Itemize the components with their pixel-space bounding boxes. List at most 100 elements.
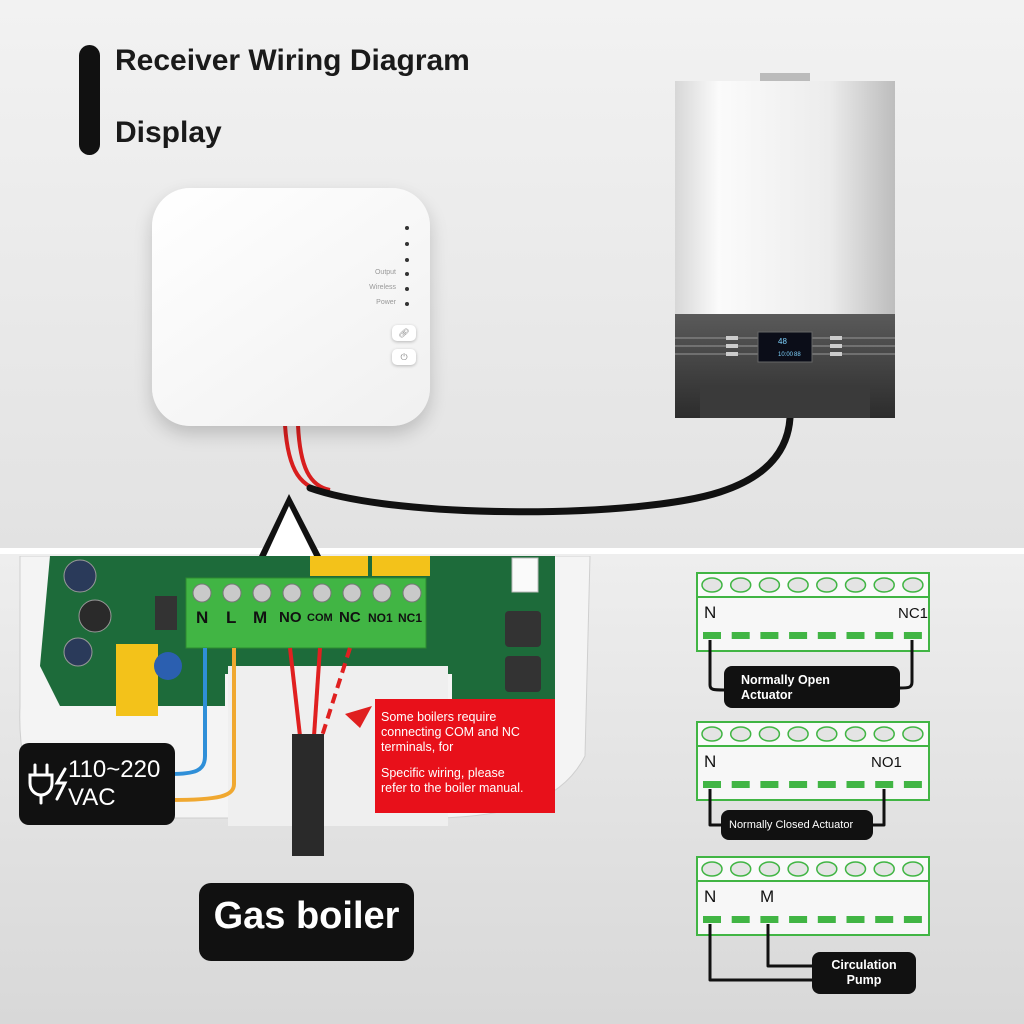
terminal-slot (731, 916, 750, 923)
terminal-slot (817, 916, 836, 923)
block1-right-terminal: NC1 (898, 605, 929, 622)
terminal-slot (760, 916, 779, 923)
terminal-screw (816, 726, 838, 742)
terminal-screw (758, 726, 781, 742)
terminal-screw (844, 861, 867, 877)
terminal-screw (787, 577, 809, 593)
power-supply-label-box (19, 743, 175, 825)
wire-n-to-actuator (708, 640, 725, 692)
note-line-1: Some boilers require (381, 710, 497, 724)
terminal-screw (729, 861, 752, 877)
led-label-output: Output (374, 269, 396, 276)
top-cables (259, 414, 794, 556)
wire-no1-to-actuator (873, 789, 886, 827)
terminal-screw (701, 577, 723, 593)
wire-m-to-pump (766, 924, 812, 968)
block3-right-terminal: M (760, 887, 775, 906)
power-voltage-line2: VAC (68, 784, 116, 811)
terminal-screw (787, 861, 809, 877)
note-line-5: refer to the boiler manual. (381, 781, 524, 795)
terminal-slot (875, 916, 894, 923)
wiring-note-box (375, 699, 555, 813)
page-title: Receiver Wiring Diagram (115, 44, 470, 77)
led-label-wireless: Wireless (369, 284, 396, 291)
gas-boiler-label-box (199, 883, 414, 961)
terminal-slot (789, 916, 808, 923)
block1-left-terminal: N (704, 603, 717, 622)
note-line-4: Specific wiring, please (381, 766, 505, 780)
gas-boiler-unit: 48 10:00 88 (675, 73, 895, 418)
terminal-slot (846, 632, 865, 639)
terminal-slot (760, 781, 779, 788)
title-accent-bar (79, 45, 100, 155)
block2-actuator-line1: Normally Closed Actuator (729, 819, 854, 831)
boiler-time-readout: 10:00 (778, 352, 794, 358)
wire-n-to-actuator (708, 789, 721, 827)
terminal-slot (817, 781, 836, 788)
note-line-2: connecting COM and NC (381, 725, 520, 739)
boiler-value-readout: 88 (794, 352, 801, 358)
receiver-device: Output Wireless Power 🔗︎ ⏻ (152, 188, 430, 426)
led-output (405, 272, 409, 276)
terminal-slot (760, 632, 779, 639)
plug-icon (28, 763, 68, 805)
block2-left-terminal: N (704, 752, 717, 771)
terminal-label-n: N (196, 608, 209, 627)
terminal-slot (903, 916, 922, 923)
power-voltage-line1: 110~220 (68, 756, 161, 783)
terminal-screw (701, 726, 723, 742)
terminal-screw (902, 861, 924, 877)
terminal-slot (846, 916, 865, 923)
terminal-label-com: COM (307, 612, 333, 624)
terminal-screw (787, 726, 809, 742)
receiver-pcb (19, 556, 591, 856)
led-indicator (405, 242, 409, 246)
terminal-screw (873, 861, 895, 877)
note-line-3: terminals, for (381, 740, 454, 754)
terminal-screw (701, 861, 723, 877)
page-subtitle: Display (115, 116, 222, 149)
pair-button[interactable]: 🔗︎ (392, 325, 416, 341)
terminal-screw (816, 577, 838, 593)
terminal-slot (731, 632, 750, 639)
terminal-screw (729, 726, 752, 742)
terminal-slot (875, 781, 894, 788)
terminal-label-nc: NC (339, 609, 361, 626)
power-button[interactable]: ⏻ (392, 349, 416, 365)
terminal-slot (789, 632, 808, 639)
gas-boiler-label: Gas boiler (213, 895, 400, 937)
terminal-label-no1: NO1 (368, 611, 393, 625)
power-voltage-text: 110~220 VAC (68, 756, 168, 812)
terminal-label-l: L (226, 608, 237, 627)
block3-actuator-line2: Pump (846, 973, 882, 987)
led-label-power: Power (376, 299, 396, 306)
terminal-slot (789, 781, 808, 788)
terminal-slot (903, 632, 922, 639)
terminal-block-body (696, 596, 930, 652)
terminal-label-nc1: NC1 (398, 611, 423, 625)
terminal-screw (844, 577, 867, 593)
block1-actuator-line2: Actuator (741, 688, 793, 702)
block3-actuator-box (812, 952, 916, 994)
terminal-slot (703, 781, 721, 788)
terminal-screw (816, 861, 838, 877)
terminal-slot (875, 632, 894, 639)
terminal-block-body (696, 745, 930, 801)
terminal-screw (902, 577, 924, 593)
terminal-screw (902, 726, 924, 742)
section-divider (0, 548, 1024, 554)
terminal-slot (731, 781, 750, 788)
terminal-screw (729, 577, 752, 593)
boiler-temp-readout: 48 (778, 337, 787, 346)
wire-n-to-pump (708, 924, 812, 982)
block1-actuator-line1: Normally Open (741, 673, 830, 687)
terminal-label-m: M (253, 608, 268, 627)
block3-left-terminal: N (704, 887, 717, 906)
block1-actuator-box (724, 666, 900, 708)
terminal-screw (758, 577, 781, 593)
terminal-slot (703, 916, 721, 923)
terminal-slot (903, 781, 922, 788)
terminal-screw (873, 577, 895, 593)
led-wireless (405, 287, 409, 291)
